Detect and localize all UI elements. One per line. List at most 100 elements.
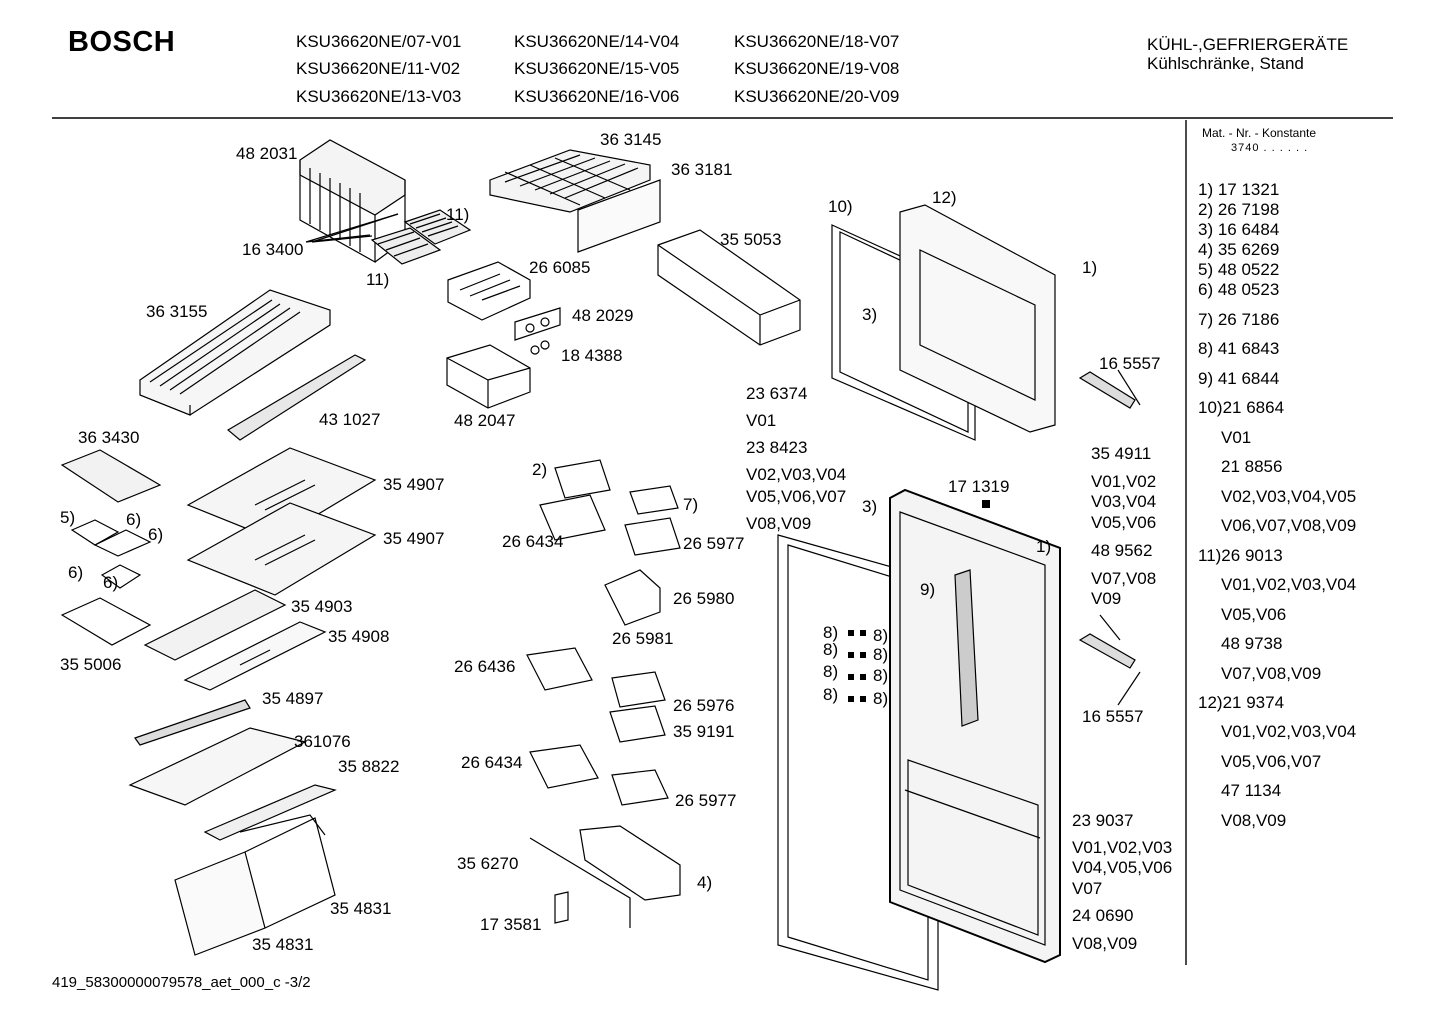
part-number: 16 5557 bbox=[1099, 354, 1161, 373]
part-number: 26 6085 bbox=[529, 258, 591, 277]
model-code: KSU36620NE/20-V09 bbox=[734, 87, 900, 106]
brand-logo: BOSCH bbox=[68, 26, 176, 58]
drawer-part bbox=[139, 289, 331, 416]
sidebar-line: V01,V02,V03,V04 bbox=[1221, 722, 1357, 741]
glass-plate-part bbox=[183, 621, 327, 691]
variant: V09 bbox=[1091, 589, 1122, 608]
tray-part bbox=[60, 597, 152, 646]
glass-shelf-part bbox=[186, 502, 377, 596]
callout: 11) bbox=[366, 270, 390, 289]
variant: V08,V09 bbox=[1072, 934, 1138, 953]
callout: 12) bbox=[932, 188, 957, 207]
crisper-cover-part bbox=[143, 589, 287, 661]
callout: 3) bbox=[862, 305, 878, 324]
part-number: 26 5976 bbox=[673, 696, 735, 715]
part-number: 36 3155 bbox=[146, 302, 208, 321]
part-number: 35 4911 bbox=[1091, 444, 1152, 463]
small-shelf-part bbox=[60, 449, 162, 503]
sidebar-line: 48 9738 bbox=[1221, 634, 1283, 653]
category-title: KÜHL-,GEFRIERGERÄTE bbox=[1147, 35, 1349, 54]
sidebar-line: 2) 26 7198 bbox=[1198, 200, 1280, 219]
model-code: KSU36620NE/15-V05 bbox=[514, 59, 680, 78]
sidebar-line: V01,V02,V03,V04 bbox=[1221, 575, 1357, 594]
door-rack-part bbox=[657, 229, 801, 346]
part-number: 48 2031 bbox=[236, 144, 298, 163]
part-number: 43 1027 bbox=[319, 410, 381, 429]
sidebar-line: 11)26 9013 bbox=[1198, 546, 1283, 565]
variant: V04,V05,V06 bbox=[1072, 858, 1173, 877]
part-number: 24 0690 bbox=[1072, 906, 1134, 925]
variant: V05,V06,V07 bbox=[746, 487, 847, 506]
callout: 8) bbox=[873, 666, 889, 685]
part-number: 35 6270 bbox=[457, 854, 519, 873]
model-code: KSU36620NE/07-V01 bbox=[296, 32, 462, 51]
part-number: 18 4388 bbox=[561, 346, 623, 365]
egg-tray-part bbox=[554, 459, 611, 499]
sidebar-line: 8) 41 6843 bbox=[1198, 339, 1280, 358]
sidebar-line: V08,V09 bbox=[1221, 811, 1287, 830]
callout: 8) bbox=[823, 640, 839, 659]
sidebar-line: 6) 48 0523 bbox=[1198, 280, 1280, 299]
grid-shelf-part bbox=[489, 149, 651, 213]
model-code: KSU36620NE/14-V04 bbox=[514, 32, 680, 51]
model-code: KSU36620NE/18-V07 bbox=[734, 32, 900, 51]
front-bar-part bbox=[226, 354, 367, 441]
callout: 6) bbox=[68, 563, 84, 582]
callout: 11) bbox=[446, 205, 470, 224]
callout: 7) bbox=[683, 495, 699, 514]
part-number: 35 8822 bbox=[338, 757, 400, 776]
grille-part bbox=[134, 699, 251, 746]
handle-strip-part bbox=[954, 569, 979, 727]
part-number: 35 4908 bbox=[328, 627, 390, 646]
model-code: KSU36620NE/19-V08 bbox=[734, 59, 900, 78]
variant: V03,V04 bbox=[1091, 492, 1157, 511]
sidebar-line: V06,V07,V08,V09 bbox=[1221, 516, 1357, 535]
part-number: 35 5006 bbox=[60, 655, 122, 674]
part-number: 35 4831 bbox=[252, 935, 314, 954]
callout: 5) bbox=[60, 508, 76, 527]
part-number: 16 5557 bbox=[1082, 707, 1144, 726]
part-number: 26 6436 bbox=[454, 657, 516, 676]
callout: 10) bbox=[828, 197, 853, 216]
variant: V01 bbox=[746, 411, 777, 430]
callout: 8) bbox=[873, 626, 889, 645]
sidebar-line: V05,V06 bbox=[1221, 605, 1287, 624]
door-bin-part bbox=[539, 494, 606, 541]
part-number: 16 3400 bbox=[242, 240, 304, 259]
callout: 8) bbox=[873, 689, 889, 708]
sidebar-line: 12)21 9374 bbox=[1198, 693, 1285, 712]
part-number: 23 8423 bbox=[746, 438, 808, 457]
sidebar-line: 4) 35 6269 bbox=[1198, 240, 1280, 259]
sidebar-line: V07,V08,V09 bbox=[1221, 664, 1322, 683]
part-number: 48 2047 bbox=[454, 411, 516, 430]
sidebar-line: V02,V03,V04,V05 bbox=[1221, 487, 1357, 506]
part-number: 36 3430 bbox=[78, 428, 140, 447]
sidebar-line: 3) 16 6484 bbox=[1198, 220, 1280, 239]
part-number: 35 9191 bbox=[673, 722, 735, 741]
cover-plate-part bbox=[128, 727, 307, 806]
cover-panel-part bbox=[577, 179, 661, 253]
callout: 9) bbox=[920, 580, 936, 599]
sidebar-line: 5) 48 0522 bbox=[1198, 260, 1280, 279]
part-number: 35 4907 bbox=[383, 475, 445, 494]
callout: 3) bbox=[862, 497, 878, 516]
part-number: 26 5981 bbox=[612, 629, 674, 648]
part-number: 26 5980 bbox=[673, 589, 735, 608]
ice-tray-part bbox=[311, 209, 472, 265]
part-number: 36 3181 bbox=[671, 160, 733, 179]
freezer-door-part bbox=[899, 204, 1056, 433]
callout: 2) bbox=[532, 460, 548, 479]
variant: V01,V02,V03 bbox=[1072, 838, 1173, 857]
callout: 6) bbox=[103, 573, 119, 592]
variant: V07 bbox=[1072, 879, 1103, 898]
variant: V07,V08 bbox=[1091, 569, 1157, 588]
small-bin-part bbox=[70, 519, 120, 546]
variant: V08,V09 bbox=[746, 514, 812, 533]
door-handle-part bbox=[1078, 633, 1136, 669]
part-number: 36 3145 bbox=[600, 130, 662, 149]
part-number: 35 4831 bbox=[330, 899, 392, 918]
sidebar-line: V01 bbox=[1221, 428, 1252, 447]
model-code: KSU36620NE/11-V02 bbox=[296, 59, 461, 78]
part-number: 35 4897 bbox=[262, 689, 324, 708]
plate-part bbox=[514, 307, 561, 341]
